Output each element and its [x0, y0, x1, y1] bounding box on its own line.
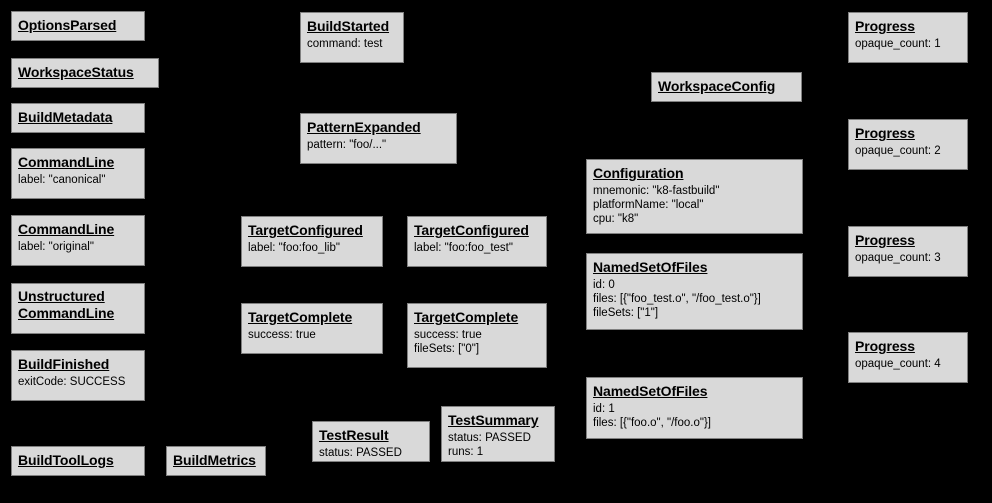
node-title: BuildFinished [18, 356, 110, 372]
node-command-line-canonical[interactable]: CommandLine label: "canonical" [11, 148, 145, 199]
node-progress-4[interactable]: Progress opaque_count: 4 [848, 332, 968, 383]
node-title: CommandLine [18, 221, 115, 237]
node-build-finished[interactable]: BuildFinished exitCode: SUCCESS [11, 350, 145, 401]
node-target-configured-lib[interactable]: TargetConfigured label: "foo:foo_lib" [241, 216, 383, 267]
node-title: Progress [855, 18, 915, 34]
node-field: mnemonic: "k8-fastbuild" [593, 184, 720, 197]
node-title: TargetConfigured [414, 222, 529, 238]
node-build-metadata[interactable]: BuildMetadata [11, 103, 145, 133]
node-title: Progress [855, 338, 915, 354]
node-fields: command: test [307, 37, 397, 51]
node-title: OptionsParsed [18, 17, 117, 33]
node-build-started[interactable]: BuildStarted command: test [300, 12, 404, 63]
node-build-tool-logs[interactable]: BuildToolLogs [11, 446, 145, 476]
node-title: TargetComplete [248, 309, 353, 325]
node-title: TargetComplete [414, 309, 519, 325]
node-field: label: "foo:foo_lib" [248, 241, 340, 254]
node-pattern-expanded[interactable]: PatternExpanded pattern: "foo/..." [300, 113, 457, 164]
node-title: CommandLine [18, 154, 115, 170]
node-title: TargetConfigured [248, 222, 363, 238]
node-fields: pattern: "foo/..." [307, 138, 450, 152]
node-title: Progress [855, 232, 915, 248]
node-field: id: 1 [593, 402, 615, 415]
node-field: pattern: "foo/..." [307, 138, 387, 151]
node-field: id: 0 [593, 278, 615, 291]
node-progress-1[interactable]: Progress opaque_count: 1 [848, 12, 968, 63]
node-fields: label: "canonical" [18, 173, 138, 187]
node-field: files: [{"foo_test.o", "/foo_test.o"}] [593, 292, 761, 305]
node-title: PatternExpanded [307, 119, 421, 135]
node-fields: mnemonic: "k8-fastbuild"platformName: "l… [593, 184, 796, 226]
node-options-parsed[interactable]: OptionsParsed [11, 11, 145, 41]
node-field: command: test [307, 37, 383, 50]
node-configuration[interactable]: Configuration mnemonic: "k8-fastbuild"pla… [586, 159, 803, 234]
node-fields: label: "foo:foo_lib" [248, 241, 376, 255]
node-progress-2[interactable]: Progress opaque_count: 2 [848, 119, 968, 170]
node-fields: opaque_count: 4 [855, 357, 961, 371]
node-title: WorkspaceConfig [658, 78, 776, 94]
node-title: BuildMetadata [18, 109, 113, 125]
node-field: runs: 1 [448, 445, 484, 458]
node-fields: label: "original" [18, 240, 138, 254]
node-title: Unstructured CommandLine [18, 288, 115, 322]
node-field: status: PASSED [448, 431, 531, 444]
node-target-complete-lib[interactable]: TargetComplete success: true [241, 303, 383, 354]
node-title: BuildStarted [307, 18, 390, 34]
node-fields: opaque_count: 1 [855, 37, 961, 51]
node-title: NamedSetOfFiles [593, 383, 708, 399]
node-field: label: "foo:foo_test" [414, 241, 513, 254]
node-command-line-original[interactable]: CommandLine label: "original" [11, 215, 145, 266]
node-field: opaque_count: 4 [855, 357, 941, 370]
node-fields: status: PASSED [319, 446, 423, 460]
node-field: success: true [414, 328, 482, 341]
node-field: label: "canonical" [18, 173, 106, 186]
node-title: Progress [855, 125, 915, 141]
node-title: TestSummary [448, 412, 539, 428]
node-field: success: true [248, 328, 316, 341]
node-field: fileSets: ["0"] [414, 342, 480, 355]
node-field: platformName: "local" [593, 198, 704, 211]
node-fields: opaque_count: 3 [855, 251, 961, 265]
node-build-metrics[interactable]: BuildMetrics [166, 446, 266, 476]
node-target-configured-test[interactable]: TargetConfigured label: "foo:foo_test" [407, 216, 547, 267]
node-fields: label: "foo:foo_test" [414, 241, 540, 255]
node-title: BuildMetrics [173, 452, 256, 468]
node-unstructured-command-line[interactable]: Unstructured CommandLine [11, 283, 145, 334]
node-title: BuildToolLogs [18, 452, 114, 468]
node-fields: success: true [248, 328, 376, 342]
node-fields: opaque_count: 2 [855, 144, 961, 158]
node-field: opaque_count: 3 [855, 251, 941, 264]
node-progress-3[interactable]: Progress opaque_count: 3 [848, 226, 968, 277]
node-workspace-config[interactable]: WorkspaceConfig [651, 72, 802, 102]
node-title: TestResult [319, 427, 389, 443]
node-title: Configuration [593, 165, 684, 181]
node-title: WorkspaceStatus [18, 64, 134, 80]
node-field: fileSets: ["1"] [593, 306, 659, 319]
node-field: label: "original" [18, 240, 94, 253]
node-title: NamedSetOfFiles [593, 259, 708, 275]
node-field: files: [{"foo.o", "/foo.o"}] [593, 416, 711, 429]
node-field: status: PASSED [319, 446, 402, 459]
node-test-result[interactable]: TestResult status: PASSED [312, 421, 430, 462]
node-fields: exitCode: SUCCESS [18, 375, 138, 389]
node-field: exitCode: SUCCESS [18, 375, 126, 388]
node-field: opaque_count: 1 [855, 37, 941, 50]
node-field: cpu: "k8" [593, 212, 639, 225]
node-field: opaque_count: 2 [855, 144, 941, 157]
node-workspace-status[interactable]: WorkspaceStatus [11, 58, 159, 88]
